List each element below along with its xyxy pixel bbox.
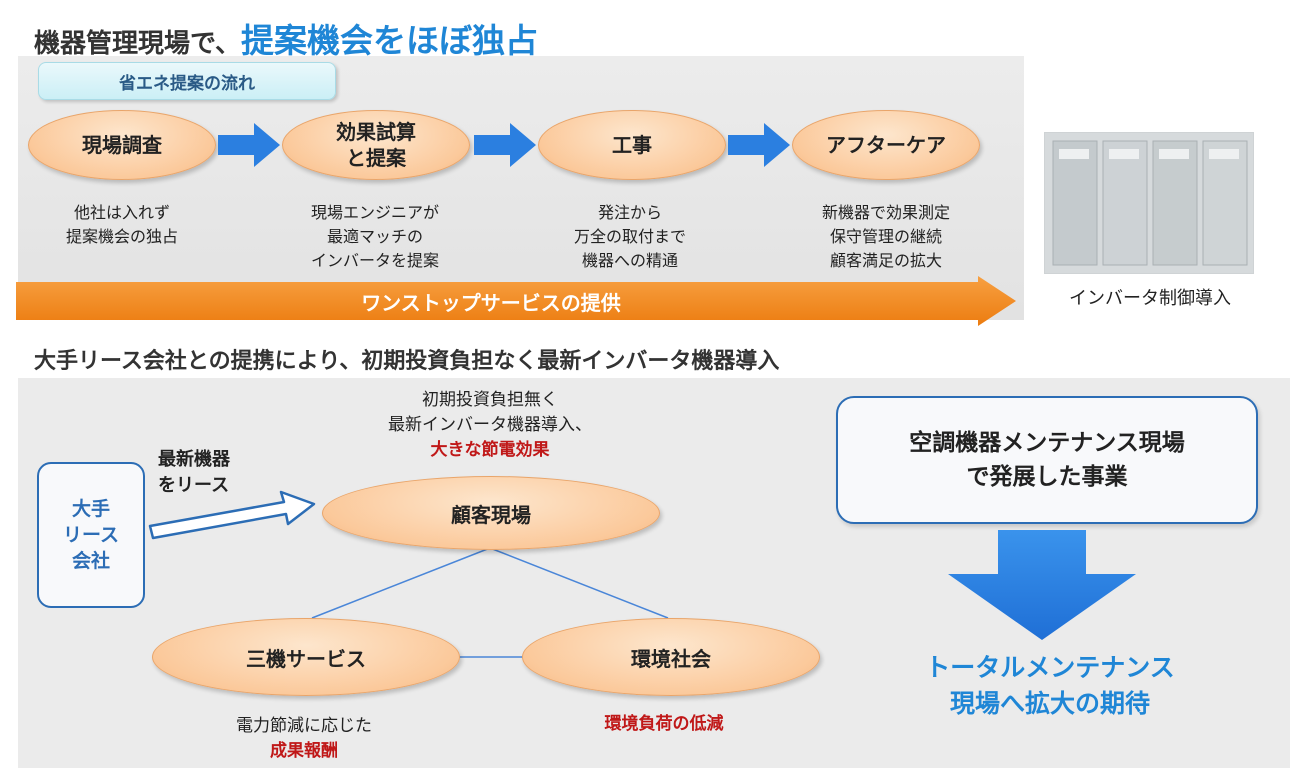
expansion-down-arrow	[948, 530, 1136, 640]
desc-line: 新機器で効果測定	[821, 203, 950, 222]
desc-line: インバータを提案	[310, 251, 439, 270]
title-highlight: 提案機会をほぼ独占	[240, 21, 538, 60]
business-origin-line: で発展した事業	[966, 464, 1128, 490]
desc-line: 万全の取付まで	[573, 227, 686, 246]
sanki-caption-highlight: 成果報酬	[270, 741, 338, 761]
sanki-service-oval: 三機サービス	[152, 618, 460, 696]
environment-caption: 環境負荷の低減	[554, 712, 774, 737]
desc-line: 提案機会の独占	[65, 227, 178, 246]
step-estimate-line2: と提案	[346, 146, 406, 170]
desc-line: 顧客満足の拡大	[829, 251, 942, 270]
desc-line: 機器への精通	[581, 251, 678, 270]
desc-line: 他社は入れず	[73, 203, 170, 222]
environment-society-oval: 環境社会	[522, 618, 820, 696]
environment-society-label: 環境社会	[631, 646, 711, 671]
step-aftercare-label: アフターケア	[826, 133, 946, 157]
expectation-line: トータルメンテナンス	[925, 653, 1175, 682]
lease-action-line: をリース	[158, 475, 230, 496]
customer-site-label: 顧客現場	[451, 502, 531, 527]
lease-company-line: 大手	[71, 498, 110, 520]
desc-line: 保守管理の継続	[829, 227, 942, 246]
desc-line: 発注から	[597, 203, 662, 222]
benefit-text: 初期投資負担無く 最新インバータ機器導入、 大きな節電効果	[340, 388, 640, 463]
expectation-line: 現場へ拡大の期待	[949, 689, 1150, 718]
step-aftercare: アフターケア	[792, 110, 980, 180]
step-site-survey-desc: 他社は入れず 提案機会の独占	[12, 201, 232, 249]
customer-site-oval: 顧客現場	[322, 476, 660, 550]
lease-action-line: 最新機器	[158, 449, 230, 470]
lease-company-line: リース	[62, 524, 120, 546]
benefit-line: 初期投資負担無く	[422, 390, 558, 410]
step-site-survey: 現場調査	[28, 110, 216, 180]
step-construction: 工事	[538, 110, 726, 180]
sanki-caption: 電力節減に応じた 成果報酬	[184, 714, 424, 764]
section2-title: 大手リース会社との提携により、初期投資負担なく最新インバータ機器導入	[34, 349, 780, 374]
sanki-caption-line: 電力節減に応じた	[236, 716, 372, 736]
page-title: 機器管理現場で、提案機会をほぼ独占	[34, 14, 538, 62]
step-site-survey-label: 現場調査	[82, 133, 162, 157]
expectation-text: トータルメンテナンス 現場へ拡大の期待	[862, 650, 1238, 722]
one-stop-banner-arrow	[16, 276, 1016, 326]
step-estimate-line1: 効果試算	[336, 120, 416, 144]
flow-panel	[18, 56, 1024, 320]
desc-line: 最適マッチの	[326, 227, 423, 246]
sanki-service-label: 三機サービス	[246, 646, 366, 671]
title-prefix: 機器管理現場で、	[34, 29, 241, 59]
lease-action-text: 最新機器 をリース	[158, 447, 230, 499]
environment-caption-highlight: 環境負荷の低減	[604, 714, 724, 734]
business-origin-box: 空調機器メンテナンス現場 で発展した事業	[836, 396, 1258, 524]
photo-caption: インバータ制御導入	[1069, 288, 1231, 309]
step-estimate-proposal: 効果試算 と提案	[282, 110, 470, 180]
one-stop-banner-label: ワンストップサービスの提供	[361, 290, 621, 315]
benefit-highlight: 大きな節電効果	[430, 440, 550, 460]
flow-label: 省エネ提案の流れ	[38, 62, 336, 100]
flow-arrow-2	[474, 123, 536, 167]
desc-line: 現場エンジニアが	[310, 203, 439, 222]
inverter-cabinets-image	[1045, 133, 1253, 273]
flow-arrow-3	[728, 123, 790, 167]
business-origin-line: 空調機器メンテナンス現場	[909, 430, 1185, 456]
step-construction-label: 工事	[612, 133, 652, 157]
lease-company-box: 大手 リース 会社	[37, 462, 145, 608]
lease-arrow	[148, 490, 316, 540]
step-estimate-desc: 現場エンジニアが 最適マッチの インバータを提案	[265, 201, 485, 273]
flow-arrow-1	[218, 123, 280, 167]
step-construction-desc: 発注から 万全の取付まで 機器への精通	[520, 201, 740, 273]
benefit-line: 最新インバータ機器導入、	[388, 415, 592, 435]
inverter-photo	[1044, 132, 1254, 274]
step-aftercare-desc: 新機器で効果測定 保守管理の継続 顧客満足の拡大	[776, 201, 996, 273]
lease-company-line: 会社	[71, 550, 110, 572]
